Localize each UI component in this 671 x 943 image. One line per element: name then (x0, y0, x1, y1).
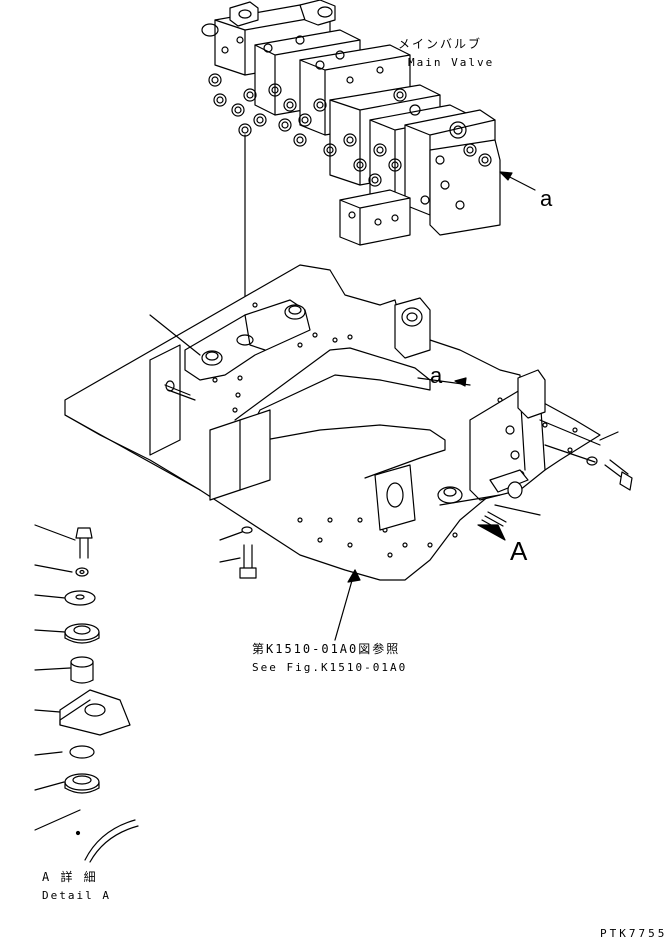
drawing-code: PTK7755 (600, 927, 668, 940)
detail-A-parts (34, 524, 139, 863)
right-bracket-assembly (374, 369, 601, 531)
valve-mount-bracket (184, 299, 311, 381)
right-leader (494, 504, 541, 516)
main-valve-label-en: Main Valve (408, 56, 495, 69)
view-A-label: A (510, 536, 528, 566)
rib-bolt (164, 384, 196, 401)
main-valve-assembly (201, 0, 501, 246)
callout-a-mid: a (430, 363, 443, 388)
right-bolt-washer (586, 456, 633, 491)
left-rib (149, 344, 181, 456)
detail-A-label-en: Detail A (42, 889, 111, 902)
view-A-arrow (477, 511, 507, 541)
reference-label-jp: 第K1510-01A0図参照 (252, 642, 401, 656)
callout-a-right: a (540, 186, 553, 211)
rear-bushing (394, 297, 431, 359)
main-valve-label-jp: メインバルブ (398, 37, 483, 51)
valve-bolt-washer (239, 526, 257, 579)
bracket-leader (149, 314, 201, 356)
reference-label-en: See Fig.K1510-01A0 (252, 661, 408, 674)
valve-fittings (208, 35, 492, 210)
detail-A-label-jp: A 詳 細 (42, 870, 98, 884)
callout-a-arrowhead (499, 171, 513, 181)
